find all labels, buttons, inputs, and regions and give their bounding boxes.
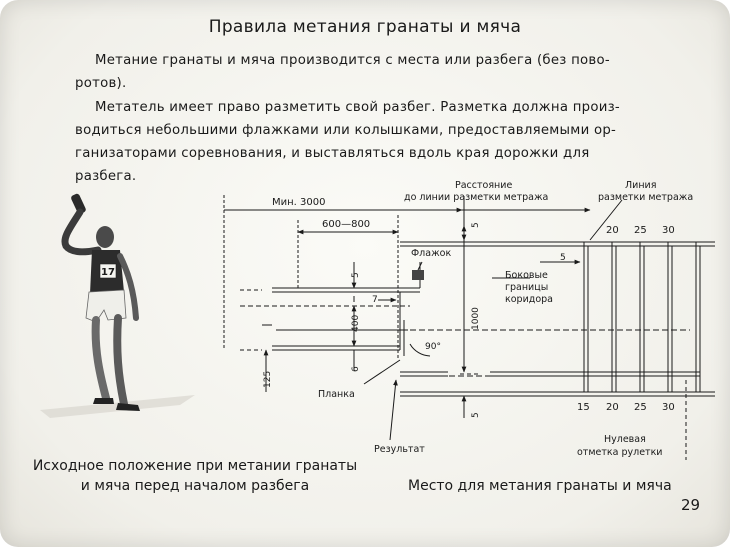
- left-leg: [91, 316, 110, 402]
- caption-left-line-1: Исходное положение при метании гранаты: [32, 458, 358, 474]
- label-side-1: Боковые: [505, 270, 548, 281]
- grenade-icon: [71, 193, 86, 214]
- label-zero-2: отметка рулетки: [577, 447, 663, 458]
- bottom-mark-25: 25: [634, 402, 647, 413]
- caption-left: Исходное положение при метании гранаты и…: [20, 456, 370, 496]
- label-angle-90: 90°: [425, 342, 441, 352]
- bottom-distance-marks: 15 20 25 30: [577, 402, 675, 413]
- bottom-mark-30: 30: [662, 402, 675, 413]
- athlete-shorts: [85, 289, 127, 323]
- label-result: Результат: [374, 444, 425, 455]
- label-plank: Планка: [318, 389, 355, 400]
- paragraph-2-line-4: разбега.: [75, 169, 137, 184]
- bottom-mark-20: 20: [606, 402, 619, 413]
- caption-left-line-2: и мяча перед началом разбега: [80, 478, 310, 494]
- top-mark-25: 25: [634, 225, 647, 236]
- paragraph-1-line-1: Метание гранаты и мяча производится с ме…: [95, 53, 610, 68]
- athlete-head: [96, 226, 114, 248]
- paragraph-2-line-1: Метатель имеет право разметить свой разб…: [95, 100, 620, 115]
- label-line-2: разметки метража: [598, 192, 693, 203]
- page-title: Правила метания гранаты и мяча: [208, 17, 522, 37]
- label-zero-1: Нулевая: [604, 434, 646, 445]
- top-distance-marks: 20 25 30: [606, 225, 675, 236]
- bib-number: 17: [101, 267, 115, 278]
- label-dim-5-lower: 5: [471, 412, 481, 418]
- label-line-1: Линия: [625, 180, 656, 191]
- right-shoe: [116, 403, 140, 411]
- label-side-2: границы: [505, 282, 548, 293]
- raised-arm: [61, 208, 102, 256]
- flag-icon: [412, 270, 424, 280]
- bib-badge: [99, 263, 117, 279]
- label-side-3: коридора: [505, 294, 553, 305]
- label-dim-1000: 1000: [471, 307, 481, 330]
- label-dim-5-upper: 5: [471, 222, 481, 228]
- label-distance-1: Расстояние: [455, 180, 512, 191]
- label-600-800: 600—800: [322, 219, 370, 230]
- caption-right: Место для метания гранаты и мяча: [408, 478, 672, 494]
- top-mark-30: 30: [662, 225, 675, 236]
- lower-arm: [117, 253, 139, 321]
- label-dim-7: 7: [372, 295, 378, 305]
- left-shoe: [93, 398, 114, 404]
- label-dim-6: 6: [351, 366, 361, 372]
- label-dim-5-top: 5: [351, 272, 361, 278]
- athlete-illustration: 17: [40, 193, 195, 418]
- label-dim-400: 400: [351, 315, 361, 332]
- label-dim-5-corridor: 5: [560, 253, 566, 263]
- page-number: 29: [681, 496, 701, 514]
- bottom-mark-15: 15: [577, 402, 590, 413]
- right-leg: [113, 314, 128, 408]
- paragraph-2-line-3: ганизаторами соревнования, и выставлятьс…: [75, 146, 590, 161]
- label-min-3000: Мин. 3000: [272, 197, 325, 208]
- label-dim-125: 125: [263, 371, 273, 388]
- label-distance-2: до линии разметки метража: [404, 192, 548, 203]
- paragraph-1-line-2: ротов).: [75, 76, 127, 91]
- top-mark-20: 20: [606, 225, 619, 236]
- label-flag: Флажок: [411, 248, 451, 259]
- paragraph-2-line-2: водиться небольшими флажками или колышка…: [75, 123, 617, 138]
